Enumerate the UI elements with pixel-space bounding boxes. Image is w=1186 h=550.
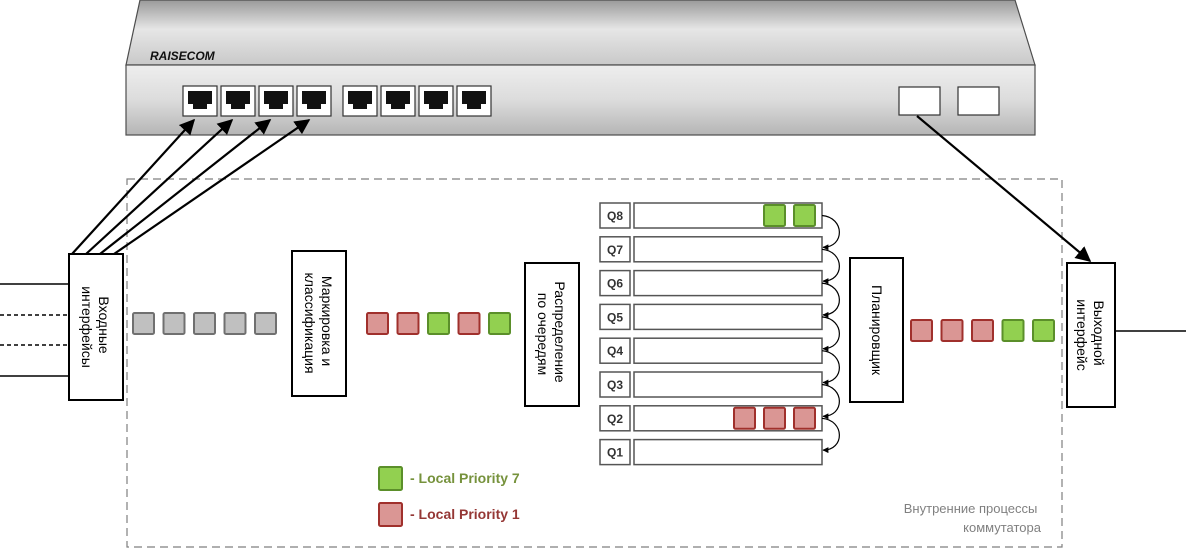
queue-label: Q7 xyxy=(607,243,623,257)
legend-label: - Local Priority 1 xyxy=(410,506,520,522)
region-caption: Внутренние процессы коммутатора xyxy=(904,501,1042,535)
packet-green xyxy=(1032,319,1055,342)
legend-item-red: - Local Priority 1 xyxy=(378,502,520,527)
input-to-port-arrows xyxy=(71,118,311,255)
packet-green xyxy=(427,312,450,335)
output-interface-block: Выходной интерфейс xyxy=(1066,262,1116,408)
packet-green xyxy=(488,312,511,335)
queue-q7: Q7 xyxy=(599,236,823,263)
sfp-port xyxy=(957,86,1000,116)
sfp-port xyxy=(898,86,941,116)
unclassified-packet-flow xyxy=(132,312,277,335)
sfp-port-group xyxy=(898,86,1000,116)
packet-red xyxy=(763,406,786,430)
packet-red xyxy=(971,319,994,342)
queue-q4: Q4 xyxy=(599,337,823,364)
output-interface-label: Выходной интерфейс xyxy=(1074,299,1107,371)
queue-label: Q6 xyxy=(607,277,623,291)
packet-red xyxy=(396,312,420,335)
queue-q6: Q6 xyxy=(599,269,823,297)
queue-distribution-block: Распределение по очередям xyxy=(524,262,580,407)
rj45-port xyxy=(220,85,256,117)
packet-green xyxy=(793,204,816,227)
switch-top-panel xyxy=(125,0,1036,66)
switch-device: RAISECOM xyxy=(125,0,1036,136)
queue-link-arrow xyxy=(821,383,840,420)
packet-gray xyxy=(193,312,216,335)
packet-green xyxy=(1001,319,1025,342)
queue-q1: Q1 xyxy=(599,438,823,466)
queue-link-arrow xyxy=(821,282,840,318)
packet-gray xyxy=(132,312,155,335)
legend-label: - Local Priority 7 xyxy=(410,470,520,486)
input-interfaces-label: Входные интерфейсы xyxy=(79,286,112,368)
sfp-to-output-arrow xyxy=(916,115,1092,262)
queue-link-arrow xyxy=(821,214,840,251)
queue-link-arrow xyxy=(821,350,840,386)
queue-q3: Q3 xyxy=(599,371,823,398)
packet-red xyxy=(366,312,389,335)
rj45-port xyxy=(342,85,378,117)
queue-scheduling-arrows xyxy=(821,214,840,454)
queue-link-arrow xyxy=(821,417,840,454)
rj45-port xyxy=(258,85,294,117)
packet-red xyxy=(793,406,816,430)
queue-label: Q2 xyxy=(607,412,623,426)
queue-link-arrow xyxy=(821,248,840,285)
packet-green xyxy=(763,204,786,227)
scheduled-packet-flow xyxy=(910,319,1055,342)
classified-packet-flow xyxy=(366,312,511,335)
scheduler-block: Планировщик xyxy=(849,257,904,403)
queue-q5: Q5 xyxy=(599,303,823,331)
queue-label: Q4 xyxy=(607,344,623,358)
rj45-port xyxy=(296,85,332,117)
rj45-port xyxy=(380,85,416,117)
queue-distribution-label: Распределение по очередям xyxy=(535,281,568,386)
rj45-port xyxy=(456,85,492,117)
marking-classification-label: Маркировка и классификация xyxy=(302,272,335,373)
packet-red xyxy=(940,319,964,342)
rj45-port xyxy=(182,85,218,117)
input-interfaces-block: Входные интерфейсы xyxy=(68,253,124,401)
brand-logo: RAISECOM xyxy=(150,49,216,63)
queue-label: Q3 xyxy=(607,378,623,392)
rj45-port xyxy=(418,85,454,117)
queue-link-arrow xyxy=(821,316,840,352)
legend: - Local Priority 7 - Local Priority 1 xyxy=(378,466,520,527)
rj45-port-group xyxy=(182,85,492,117)
input-lines xyxy=(0,283,69,377)
packet-red xyxy=(733,406,756,430)
queue-label: Q5 xyxy=(607,310,623,324)
queue-label: Q8 xyxy=(607,209,623,223)
packet-red xyxy=(910,319,933,342)
packet-gray xyxy=(223,312,247,335)
queue-label: Q1 xyxy=(607,446,623,460)
marking-classification-block: Маркировка и классификация xyxy=(291,250,347,397)
packet-gray xyxy=(254,312,277,335)
packet-red xyxy=(457,312,481,335)
legend-swatch xyxy=(378,502,403,527)
packet-gray xyxy=(162,312,186,335)
scheduler-label: Планировщик xyxy=(869,285,885,376)
internal-process-region xyxy=(126,178,1063,548)
legend-swatch xyxy=(378,466,403,491)
queue-q8: Q8 xyxy=(599,202,823,229)
legend-item-green: - Local Priority 7 xyxy=(378,466,520,491)
queue-q2: Q2 xyxy=(599,405,823,432)
